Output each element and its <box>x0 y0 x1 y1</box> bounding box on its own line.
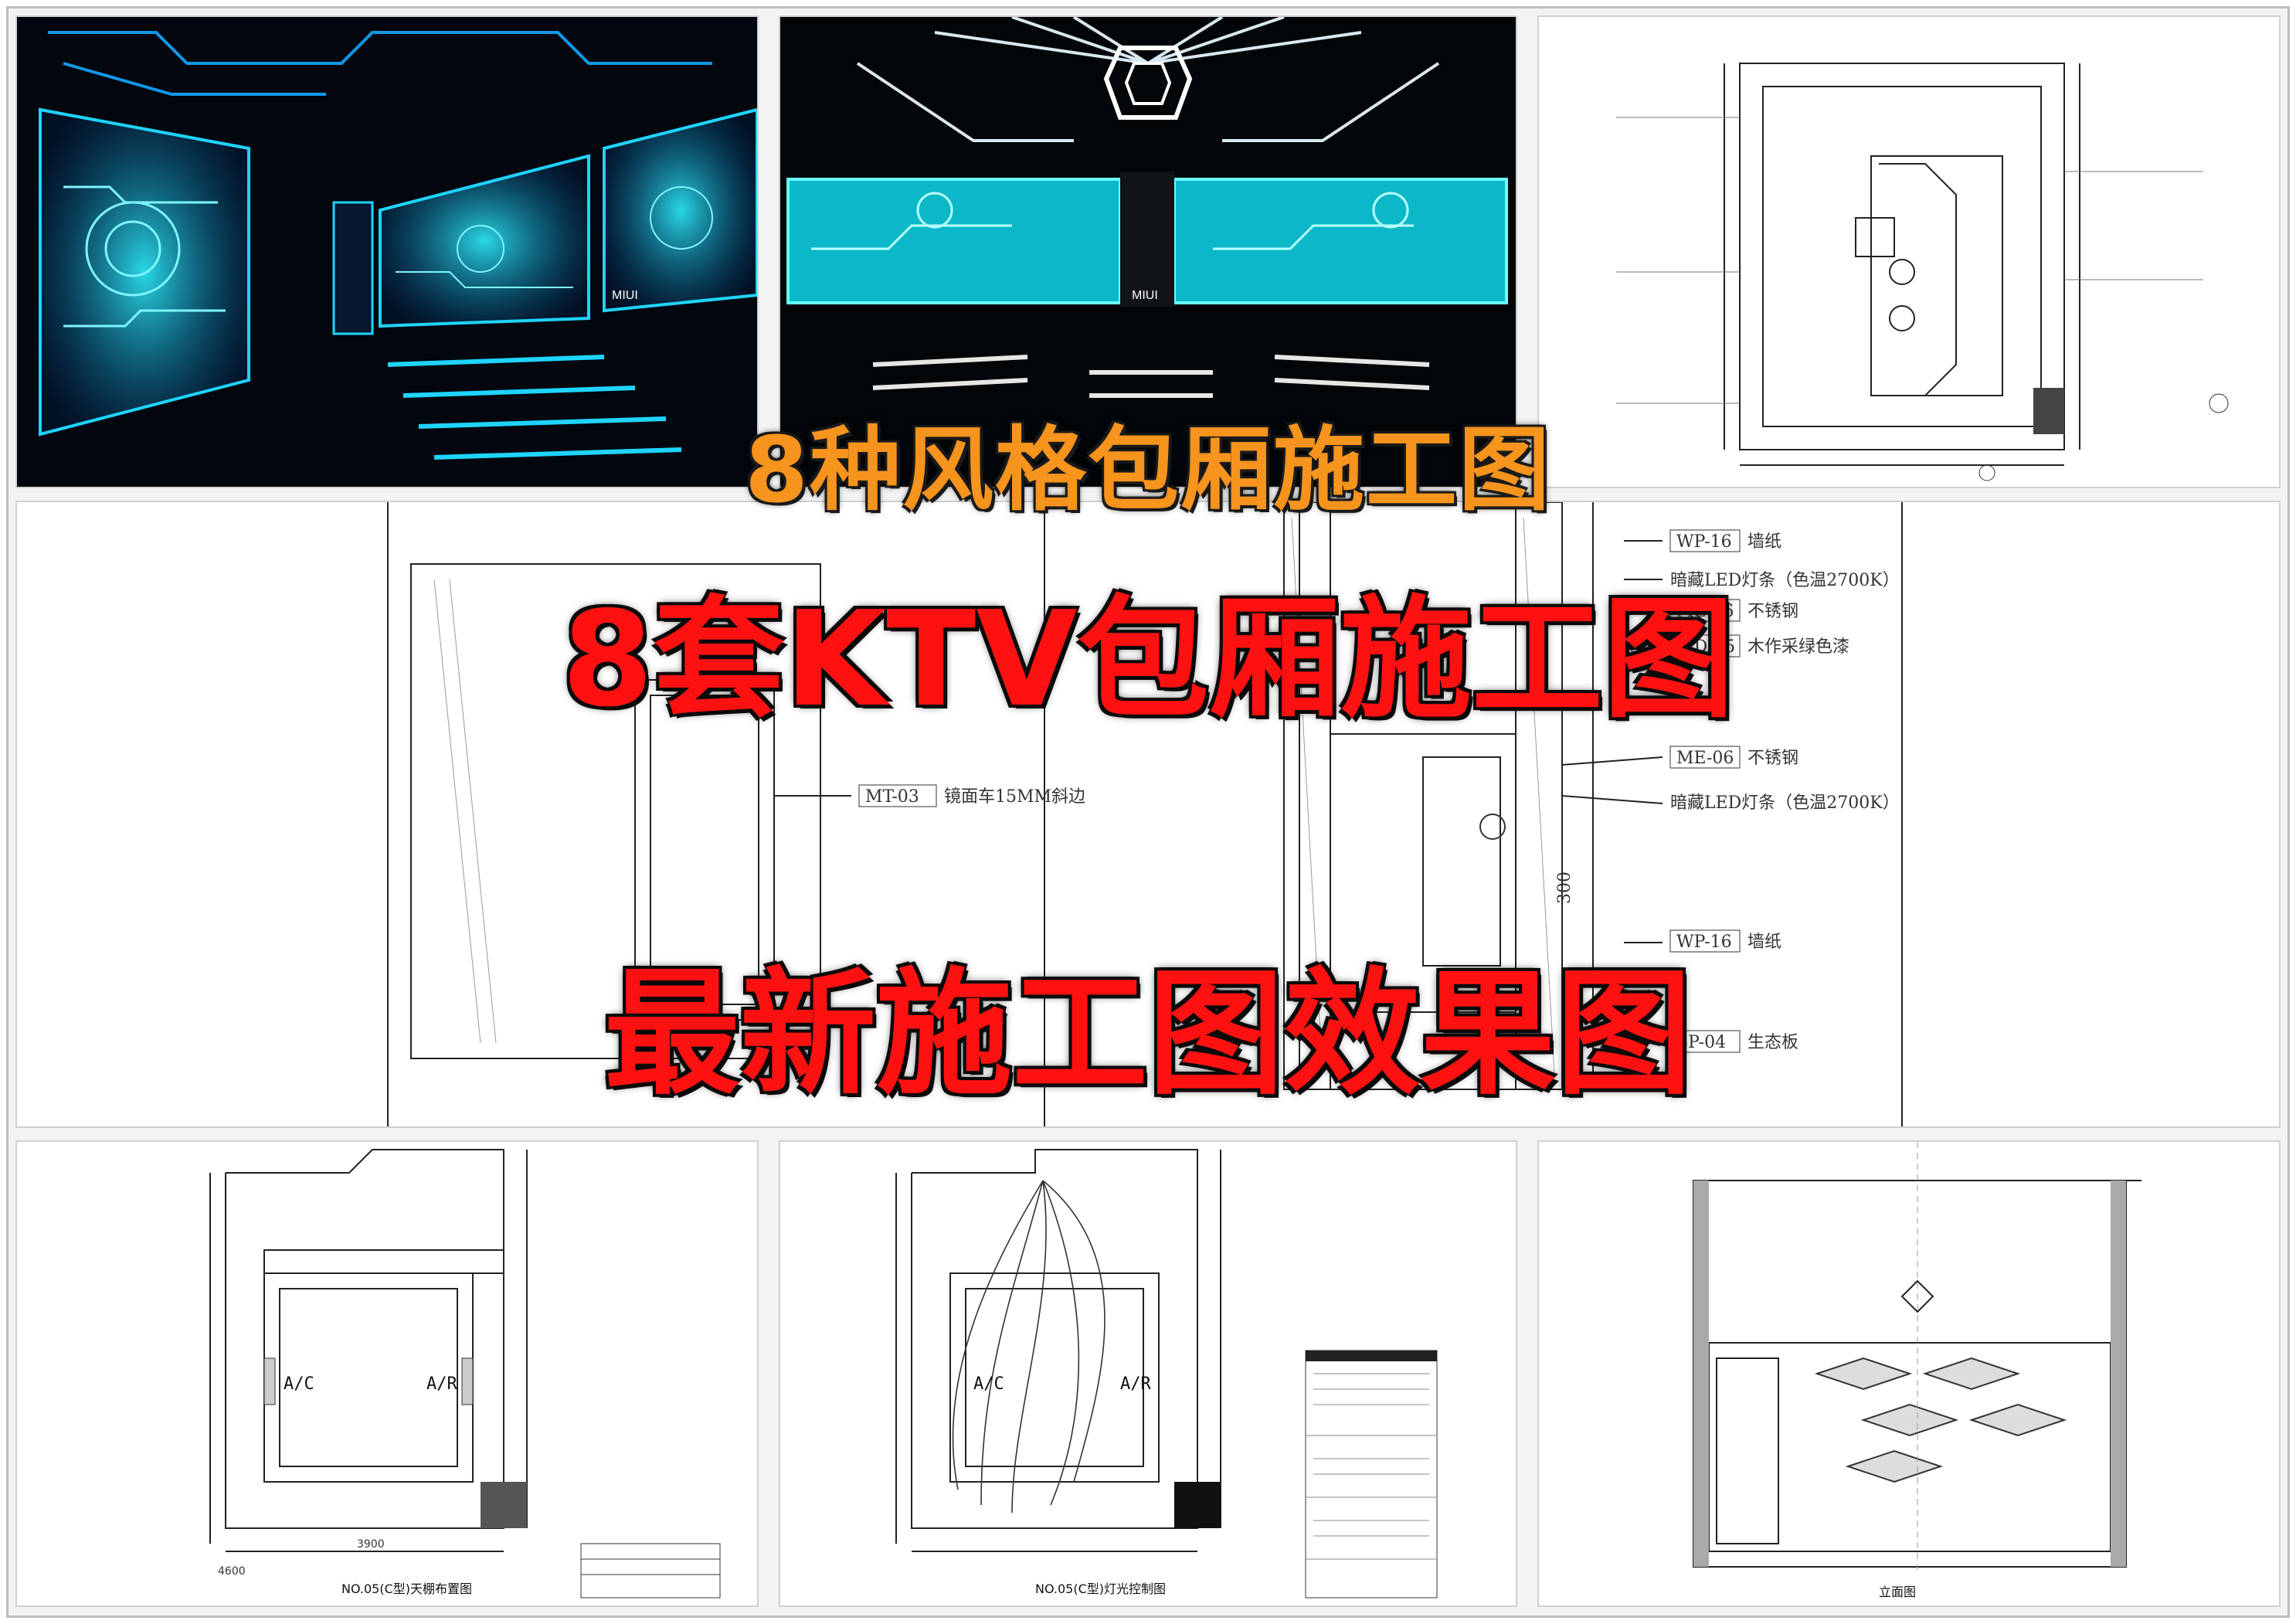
cad-detail-section: WP-16 墙纸 暗藏LED灯条（色温2700K） ME-06 不锈钢 WD-2… <box>17 502 2279 1126</box>
dim-300: 300 <box>1555 871 1574 904</box>
tag-text-8: 生态板 <box>1747 1033 1798 1052</box>
lighting-ar-label: A/R <box>1120 1374 1151 1394</box>
logo-text-center: MIUI <box>1132 289 1158 302</box>
tag-code-5: ME-06 <box>1676 749 1734 768</box>
dim-100: 100 <box>1408 593 1428 626</box>
tag-code-1: WP-16 <box>1676 532 1732 552</box>
logo-text-left: MIUI <box>612 289 638 302</box>
tag-text-2: 暗藏LED灯条（色温2700K） <box>1670 571 1900 590</box>
tag-text-9: 镜面车15MM斜边 <box>944 787 1085 807</box>
detail-section-graphic: WP-16 墙纸 暗藏LED灯条（色温2700K） ME-06 不锈钢 WD-2… <box>387 502 1903 1126</box>
tag-text-3: 不锈钢 <box>1747 602 1798 621</box>
tag-text-5: 不锈钢 <box>1747 749 1798 768</box>
title-bottom: 最新施工图效果图 <box>603 955 1692 1113</box>
render-panel-left: MIUI <box>17 17 757 487</box>
render-left-graphic: MIUI <box>17 17 757 487</box>
ceiling-dim-total: 4600 <box>218 1565 246 1578</box>
title-sub: 8套KTV包厢施工图 <box>562 583 1734 736</box>
tag-text-7: 墙纸 <box>1747 933 1781 952</box>
cad-floor-plan <box>1539 17 2279 487</box>
ceiling-dim-mid: 3900 <box>357 1538 385 1551</box>
tag-code-4: WD-25 <box>1676 637 1735 657</box>
tag-text-4: 木作采绿色漆 <box>1747 637 1849 657</box>
render-panel-center: MIUI <box>780 17 1516 487</box>
cad-lighting-plan: A/C A/R NO.05(C型)灯光控制图 <box>780 1142 1516 1605</box>
tag-code-3: ME-06 <box>1676 602 1734 621</box>
title-main: 8种风格包厢施工图 <box>744 416 1552 523</box>
lighting-plan-graphic: A/C A/R NO.05(C型)灯光控制图 <box>895 1149 1438 1599</box>
floor-plan-graphic <box>1616 63 2229 481</box>
render-center-graphic: MIUI <box>780 17 1516 487</box>
lighting-plan-title: NO.05(C型)灯光控制图 <box>1035 1582 1166 1596</box>
lighting-ac-label: A/C <box>973 1374 1004 1394</box>
elevation-title: 立面图 <box>1879 1585 1916 1599</box>
elevation-graphic: 立面图 <box>1693 1142 2141 1599</box>
tag-code-8: SP-04 <box>1676 1033 1726 1052</box>
cad-elevation: 立面图 <box>1539 1142 2279 1605</box>
tag-text-6: 暗藏LED灯条（色温2700K） <box>1670 793 1900 813</box>
ceiling-plan-title: NO.05(C型)天棚布置图 <box>341 1582 472 1596</box>
ceiling-ac-label: A/C <box>284 1374 314 1394</box>
tag-text-1: 墙纸 <box>1747 532 1781 552</box>
tag-code-9: MT-03 <box>865 787 919 807</box>
cad-ceiling-plan: A/C A/R 4600 3900 NO.05(C型)天棚布置图 <box>17 1142 757 1605</box>
ceiling-ar-label: A/R <box>426 1374 457 1394</box>
ceiling-plan-graphic: A/C A/R 4600 3900 NO.05(C型)天棚布置图 <box>209 1149 721 1599</box>
tag-code-7: WP-16 <box>1676 933 1732 952</box>
